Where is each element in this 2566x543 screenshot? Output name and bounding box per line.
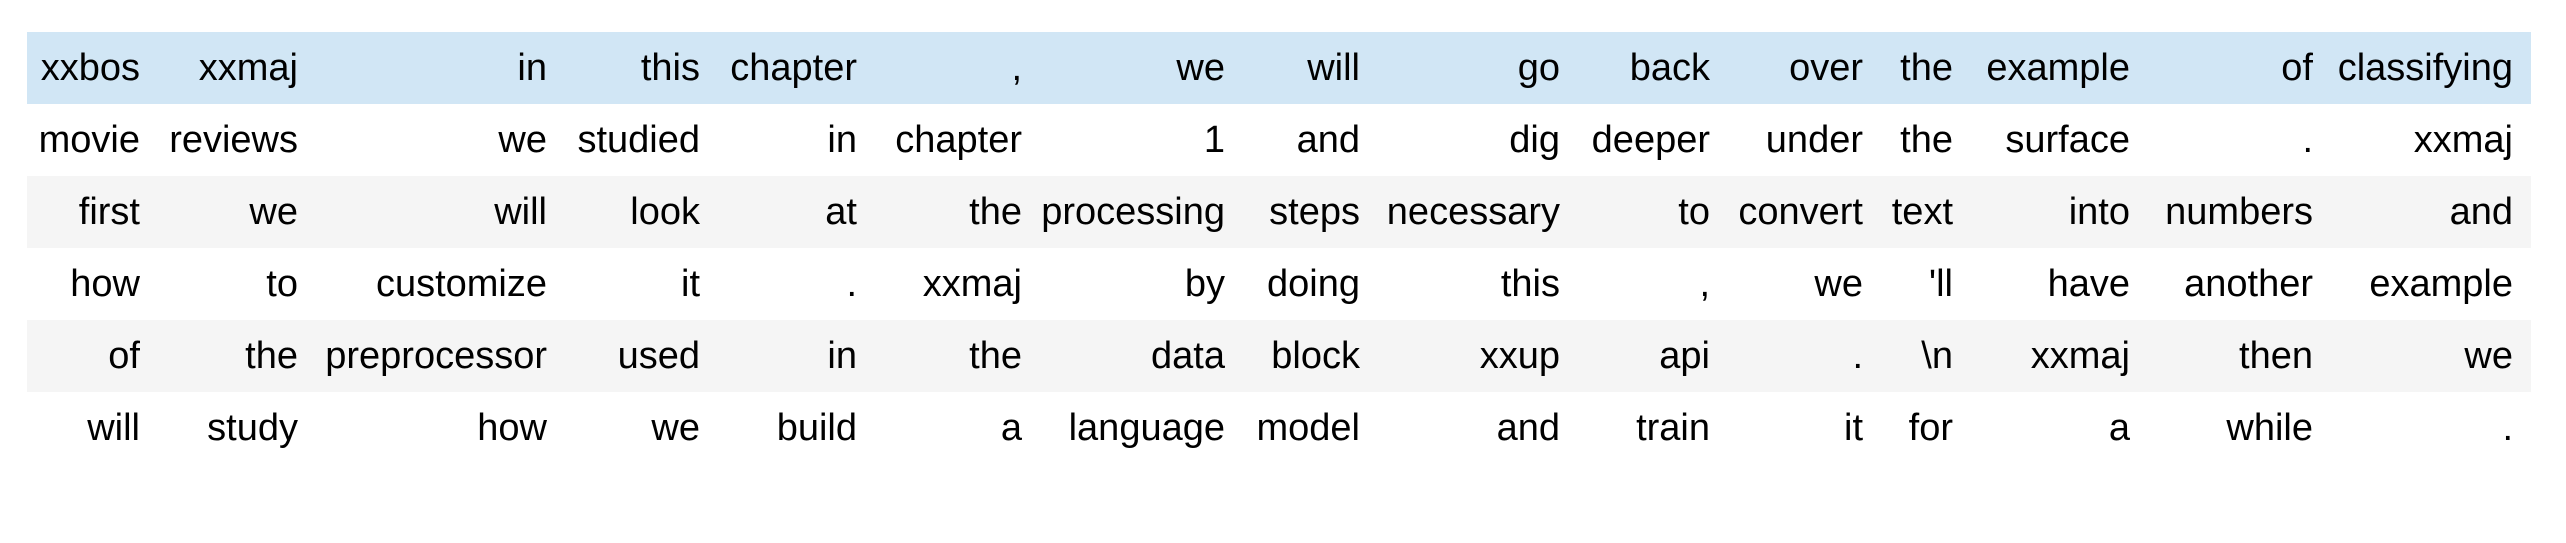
token-cell: this xyxy=(1500,263,1560,305)
token-cell: this xyxy=(640,47,700,89)
token-cell: back xyxy=(1629,47,1710,89)
token-cell: first xyxy=(78,191,140,233)
token-cell: we xyxy=(2464,335,2513,377)
token-cell: we xyxy=(651,407,700,449)
token-cell: necessary xyxy=(1386,191,1560,233)
token-cell: over xyxy=(1789,47,1863,89)
token-cell: will xyxy=(494,191,547,233)
token-cell: a xyxy=(1000,407,1022,449)
token-cell: a xyxy=(2108,407,2130,449)
token-cell: example xyxy=(1986,47,2130,89)
token-cell: have xyxy=(2047,263,2130,305)
token-cell: movie xyxy=(38,119,140,161)
token-cell: , xyxy=(1011,47,1022,89)
token-cell: into xyxy=(2068,191,2130,233)
token-cell: surface xyxy=(2005,119,2130,161)
token-cell: to xyxy=(266,263,298,305)
token-cell: reviews xyxy=(169,119,298,161)
token-cell: of xyxy=(2281,47,2313,89)
token-cell: under xyxy=(1765,119,1863,161)
token-cell: in xyxy=(517,47,547,89)
token-cell: dig xyxy=(1509,119,1560,161)
token-cell: by xyxy=(1184,263,1225,305)
token-cell: xxmaj xyxy=(2030,335,2130,377)
token-cell: it xyxy=(681,263,700,305)
token-cell: . xyxy=(1852,335,1863,377)
token-cell: study xyxy=(207,407,298,449)
token-cell: we xyxy=(498,119,547,161)
token-cell: the xyxy=(969,191,1022,233)
token-cell: the xyxy=(1900,47,1953,89)
token-cell: . xyxy=(846,263,857,305)
token-cell: train xyxy=(1636,407,1710,449)
token-cell: language xyxy=(1068,407,1225,449)
token-cell: the xyxy=(969,335,1022,377)
token-cell: the xyxy=(1900,119,1953,161)
token-cell: 'll xyxy=(1928,263,1953,305)
token-cell: we xyxy=(1814,263,1863,305)
token-cell: will xyxy=(1307,47,1360,89)
token-cell: build xyxy=(776,407,857,449)
token-cell: of xyxy=(108,335,140,377)
token-cell: how xyxy=(70,263,140,305)
token-cell: classifying xyxy=(2337,47,2513,89)
token-cell: model xyxy=(1256,407,1361,449)
token-cell: while xyxy=(2226,407,2313,449)
token-cell: the xyxy=(245,335,298,377)
table-row: first we will look at the processing steps neces… xyxy=(27,176,2531,248)
token-cell: then xyxy=(2239,335,2313,377)
token-cell: . xyxy=(2502,407,2513,449)
token-cell: we xyxy=(249,191,298,233)
token-cell: will xyxy=(87,407,140,449)
token-cell: xxmaj xyxy=(2413,119,2513,161)
token-cell: and xyxy=(2449,191,2513,233)
token-cell: studied xyxy=(577,119,700,161)
token-cell: preprocessor xyxy=(325,335,547,377)
token-cell: api xyxy=(1659,335,1710,377)
token-cell: example xyxy=(2369,263,2513,305)
token-cell: 1 xyxy=(1203,119,1225,161)
token-cell: doing xyxy=(1267,263,1360,305)
token-cell: another xyxy=(2184,263,2313,305)
token-cell: , xyxy=(1699,263,1710,305)
table-row: will study how we build a language model and trai… xyxy=(27,392,2531,464)
token-cell: processing xyxy=(1041,191,1225,233)
token-cell: chapter xyxy=(730,47,857,89)
token-cell: steps xyxy=(1269,191,1360,233)
table-row: xxbos xxmaj in this chapter, we will go back over… xyxy=(27,32,2531,104)
token-cell: xxbos xyxy=(40,47,140,89)
token-cell: data xyxy=(1151,335,1225,377)
token-cell: customize xyxy=(375,263,547,305)
token-cell: and xyxy=(1496,407,1560,449)
token-cell: to xyxy=(1678,191,1710,233)
token-cell: and xyxy=(1296,119,1360,161)
token-cell: for xyxy=(1908,407,1953,449)
token-cell: it xyxy=(1844,407,1863,449)
token-cell: look xyxy=(630,191,700,233)
token-cell: \n xyxy=(1921,335,1953,377)
token-cell: chapter xyxy=(895,119,1022,161)
token-cell: used xyxy=(617,335,700,377)
token-cell: . xyxy=(2302,119,2313,161)
token-cell: we xyxy=(1176,47,1225,89)
token-cell: block xyxy=(1271,335,1360,377)
table-row: of the preprocessor used in the data block xxup a… xyxy=(27,320,2531,392)
token-cell: xxmaj xyxy=(922,263,1022,305)
token-cell: convert xyxy=(1738,191,1863,233)
token-cell: deeper xyxy=(1591,119,1710,161)
tokens-table: xxbos xxmaj in this chapter, we will go back over… xyxy=(27,32,2531,464)
token-cell: xxmaj xyxy=(198,47,298,89)
token-cell: in xyxy=(827,119,857,161)
token-cell: in xyxy=(827,335,857,377)
token-cell: xxup xyxy=(1479,335,1560,377)
token-cell: at xyxy=(825,191,857,233)
token-cell: go xyxy=(1517,47,1560,89)
token-cell: text xyxy=(1891,191,1953,233)
token-cell: how xyxy=(477,407,547,449)
token-cell: numbers xyxy=(2165,191,2313,233)
tokens-table-body: xxbos xxmaj in this chapter, we will go back over… xyxy=(27,32,2531,464)
